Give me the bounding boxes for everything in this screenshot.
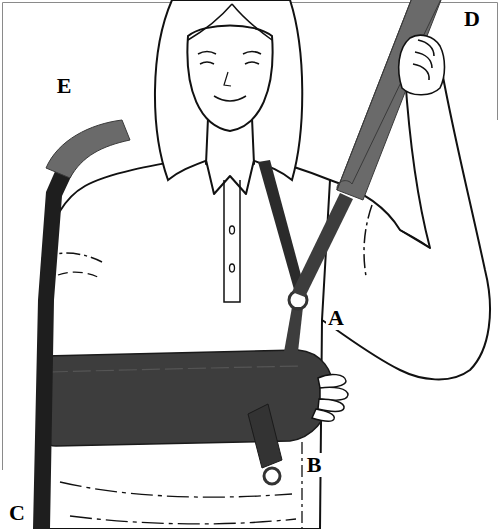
waist-line xyxy=(70,516,296,524)
collar xyxy=(206,160,254,194)
part-letter: C xyxy=(7,501,27,525)
finger xyxy=(320,387,348,400)
nose xyxy=(224,72,231,86)
finger xyxy=(318,374,346,388)
shirt-body xyxy=(40,156,365,529)
face xyxy=(187,26,272,132)
strap-pad xyxy=(337,0,443,200)
long-strap xyxy=(292,193,353,297)
eyebrows xyxy=(198,52,261,55)
sleeve-hem xyxy=(364,205,372,276)
finger-lines xyxy=(413,40,434,80)
raised-arm xyxy=(322,60,490,379)
sling-tab xyxy=(248,404,282,468)
gripping-hand xyxy=(399,35,445,95)
part-letter: B xyxy=(305,453,324,477)
back-strap xyxy=(33,160,76,529)
part-letter: D xyxy=(462,7,482,31)
sling-seam xyxy=(50,366,300,372)
bangs xyxy=(188,4,272,40)
sling-hand xyxy=(312,374,348,421)
button xyxy=(230,264,235,272)
elbow-crease xyxy=(400,230,430,248)
mouth xyxy=(214,96,246,101)
sling-pouch xyxy=(40,350,333,446)
neck-strap xyxy=(258,160,305,293)
fist xyxy=(399,35,445,95)
hair xyxy=(155,0,302,180)
part-letter: E xyxy=(55,74,74,98)
button xyxy=(230,226,235,234)
ring-strap xyxy=(284,307,303,352)
shoulder-pad xyxy=(46,120,130,178)
waist-line xyxy=(60,482,292,497)
side-line xyxy=(301,442,302,529)
d-ring xyxy=(264,468,280,484)
part-letter: A xyxy=(326,306,346,330)
sleeve-fold xyxy=(58,272,100,278)
finger xyxy=(312,409,334,421)
eyes xyxy=(200,62,259,64)
placket xyxy=(224,180,240,302)
